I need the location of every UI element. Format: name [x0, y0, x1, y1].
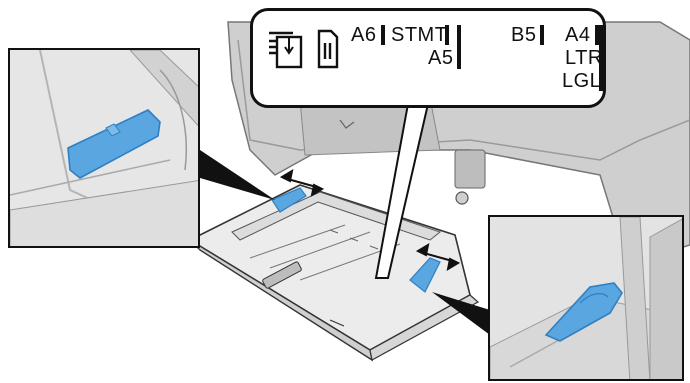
size-label-a5: A5 [428, 48, 453, 68]
right-guide-detail [490, 217, 684, 381]
feed-direction-icon [267, 27, 307, 69]
left-guide-detail [10, 50, 200, 248]
size-mark-stmt [445, 25, 449, 45]
size-mark-b5 [540, 25, 544, 45]
size-label-b5: B5 [511, 25, 536, 45]
size-label-ltr: LTR [565, 48, 603, 68]
size-mark-a6 [381, 25, 385, 45]
size-label-a6: A6 [351, 25, 376, 45]
size-label-lgl: LGL [562, 71, 601, 91]
paper-size-callout: A6 STMT A5 B5 A4 LTR LGL [250, 8, 606, 108]
right-guide-detail-inset [488, 215, 684, 381]
paper-orientation-icon [317, 29, 339, 69]
size-mark-a5 [457, 25, 461, 69]
size-label-stmt: STMT [391, 25, 447, 45]
size-mark-lgl [599, 25, 603, 91]
size-label-a4: A4 [565, 25, 590, 45]
left-guide-detail-inset [8, 48, 200, 248]
